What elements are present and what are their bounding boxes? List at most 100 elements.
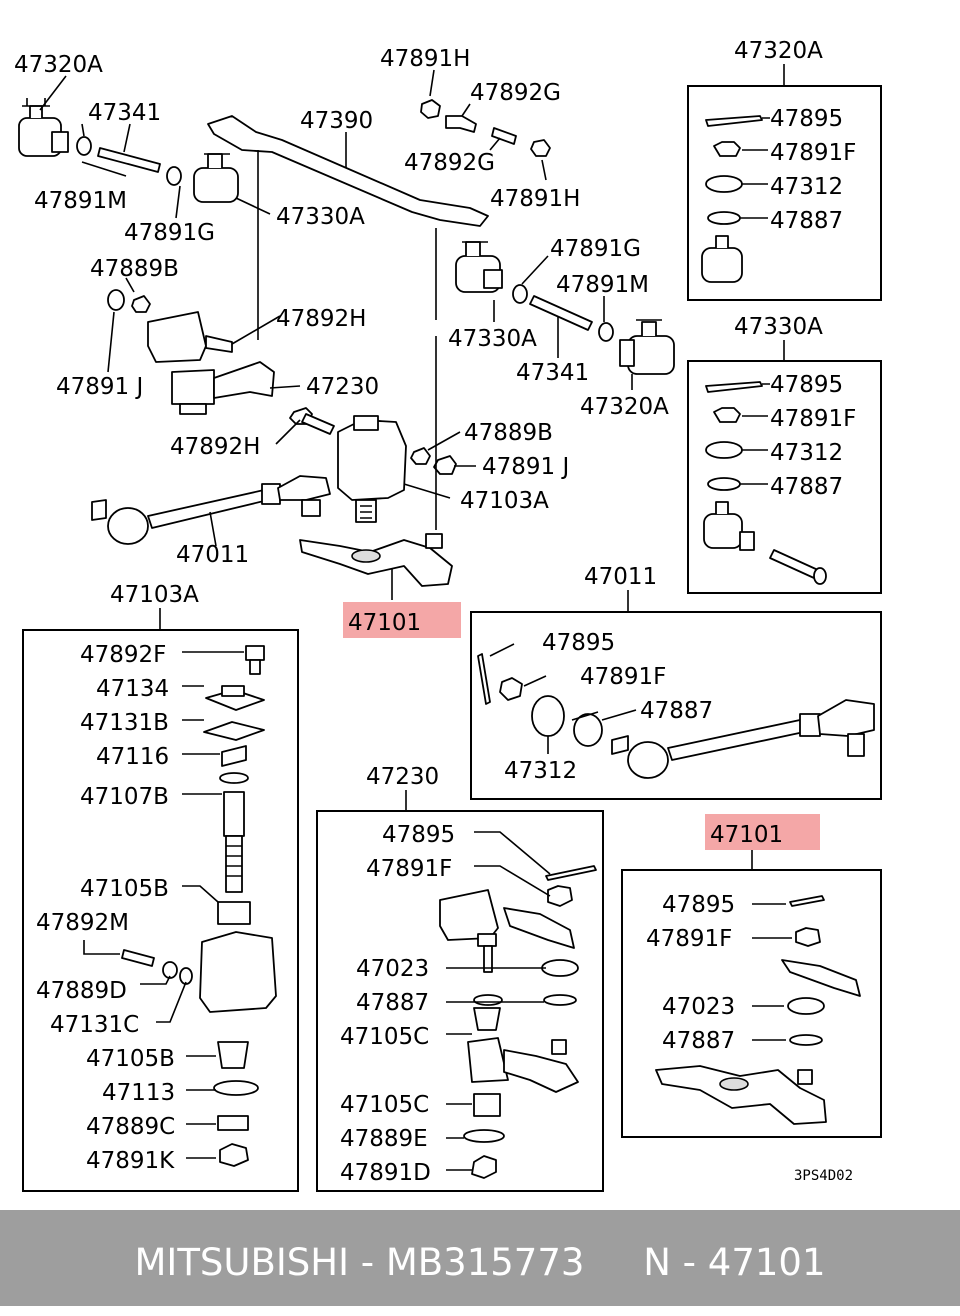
label-47330a-mid: 47330A <box>448 326 537 352</box>
label-box2-47895: 47895 <box>770 372 843 398</box>
label-box5-47895: 47895 <box>382 822 455 848</box>
leader-lines-main <box>39 69 633 600</box>
label-47341-left: 47341 <box>88 100 161 126</box>
label-box4-47116: 47116 <box>96 744 169 770</box>
highlight-47101-main <box>343 602 461 638</box>
box-47330a-parts <box>703 381 827 585</box>
label-box4-47892m: 47892M <box>36 910 129 936</box>
label-47320a-left: 47320A <box>14 52 103 78</box>
label-box5-47023: 47023 <box>356 956 429 982</box>
label-box2-47891f: 47891F <box>770 406 856 432</box>
label-47101-main: 47101 <box>348 610 421 636</box>
label-box3-47312: 47312 <box>504 758 577 784</box>
label-47892g-right: 47892G <box>470 80 561 106</box>
label-box1-47891f: 47891F <box>770 140 856 166</box>
diagram-code: 3PS4D02 <box>794 1168 853 1184</box>
label-47341-right: 47341 <box>516 360 589 386</box>
ball-joint-330a-right-icon <box>455 241 503 293</box>
label-47889b-right: 47889B <box>464 420 553 446</box>
tie-rod-main-icon <box>91 475 331 545</box>
ball-joint-330a-left-icon <box>193 153 239 203</box>
label-box3-47891f: 47891F <box>580 664 666 690</box>
box-47011-parts <box>477 643 875 779</box>
label-box4-47131c: 47131C <box>50 1012 139 1038</box>
label-box4-title: 47103A <box>110 582 199 608</box>
label-box6-47895: 47895 <box>662 892 735 918</box>
label-box4-47131b: 47131B <box>80 710 169 736</box>
label-47891g-right: 47891G <box>550 236 641 262</box>
labels-box-47330a: 47330A 47895 47891F 47312 47887 <box>734 314 856 500</box>
label-box6-47891f: 47891F <box>646 926 732 952</box>
label-box5-47105c-top: 47105C <box>340 1024 429 1050</box>
label-box2-47887: 47887 <box>770 474 843 500</box>
box-47101-parts <box>655 895 861 1125</box>
label-box3-title: 47011 <box>584 564 657 590</box>
footer-bar: MITSUBISHI - MB315773 N - 47101 <box>0 1210 960 1306</box>
label-47103a-main: 47103A <box>460 488 549 514</box>
labels-box-47103a: 47103A 47892F 47134 47131B 47116 47107B … <box>36 582 199 1174</box>
label-box4-47889c: 47889C <box>86 1114 175 1140</box>
label-47891m-left: 47891M <box>34 188 127 214</box>
label-box3-47887: 47887 <box>640 698 713 724</box>
label-box1-47312: 47312 <box>770 174 843 200</box>
label-47330a-top: 47330A <box>276 204 365 230</box>
box-47320a-parts <box>701 115 770 283</box>
label-box4-47891k: 47891K <box>86 1148 175 1174</box>
adjusting-stud-right-icon <box>512 284 614 342</box>
label-47891j-right: 47891 J <box>482 454 569 480</box>
steering-gear-main-icon <box>289 407 457 523</box>
label-box2-47312: 47312 <box>770 440 843 466</box>
center-link-icon <box>207 115 489 227</box>
label-47011-main: 47011 <box>176 542 249 568</box>
adjusting-stud-icon <box>76 136 182 186</box>
label-47230-main: 47230 <box>306 374 379 400</box>
labels-box-47320a: 47320A 47895 47891F 47312 47887 <box>734 38 856 234</box>
label-box5-47891d: 47891D <box>340 1160 431 1186</box>
box-47011 <box>470 611 882 800</box>
label-box4-47134: 47134 <box>96 676 169 702</box>
label-47892h-mid: 47892H <box>170 434 260 460</box>
label-box1-47887: 47887 <box>770 208 843 234</box>
pitman-arm-main-icon <box>299 533 453 587</box>
labels-main: 47320A 47341 47891M 47891G 47390 47891H … <box>14 46 669 636</box>
label-47891g-left: 47891G <box>124 220 215 246</box>
part-number-text: MITSUBISHI - MB315773 N - 47101 <box>134 1241 826 1284</box>
label-box4-47113: 47113 <box>102 1080 175 1106</box>
label-box6-title: 47101 <box>710 822 783 848</box>
box-47230-parts <box>439 831 597 1179</box>
label-47891h-mid: 47891H <box>490 186 580 212</box>
box-47103a-parts <box>83 645 277 1167</box>
labels-box-47230: 47230 47895 47891F 47023 47887 47105C 47… <box>340 764 455 1186</box>
parts-diagram: 47320A 47341 47891M 47891G 47390 47891H … <box>14 38 882 1192</box>
label-box6-47023: 47023 <box>662 994 735 1020</box>
label-47889b-left: 47889B <box>90 256 179 282</box>
label-47390: 47390 <box>300 108 373 134</box>
label-box5-47105c-bottom: 47105C <box>340 1092 429 1118</box>
label-47892g-left: 47892G <box>404 150 495 176</box>
label-box5-title: 47230 <box>366 764 439 790</box>
label-box4-47105b-bottom: 47105B <box>86 1046 175 1072</box>
label-box4-47889d: 47889D <box>36 978 127 1004</box>
label-box5-47891f: 47891F <box>366 856 452 882</box>
labels-box-47011: 47011 47895 47891F 47887 47312 <box>504 564 713 784</box>
bolt-set-top-icon <box>420 99 551 157</box>
label-box5-47887: 47887 <box>356 990 429 1016</box>
label-box1-title: 47320A <box>734 38 823 64</box>
label-47891m-right: 47891M <box>556 272 649 298</box>
label-47892h-top: 47892H <box>276 306 366 332</box>
label-box5-47889e: 47889E <box>340 1126 428 1152</box>
highlight-47101-box <box>705 814 820 850</box>
label-box4-47105b-top: 47105B <box>80 876 169 902</box>
label-47891h-top: 47891H <box>380 46 470 72</box>
ball-joint-right-icon <box>619 319 675 375</box>
label-box2-title: 47330A <box>734 314 823 340</box>
label-47891j-left: 47891 J <box>56 374 143 400</box>
label-box1-47895: 47895 <box>770 106 843 132</box>
label-47320a-right: 47320A <box>580 394 669 420</box>
box-47230 <box>316 810 604 1192</box>
label-box4-47892f: 47892F <box>80 642 166 668</box>
ball-joint-left-icon <box>18 98 69 157</box>
label-box4-47107b: 47107B <box>80 784 169 810</box>
label-box6-47887: 47887 <box>662 1028 735 1054</box>
label-box3-47895: 47895 <box>542 630 615 656</box>
